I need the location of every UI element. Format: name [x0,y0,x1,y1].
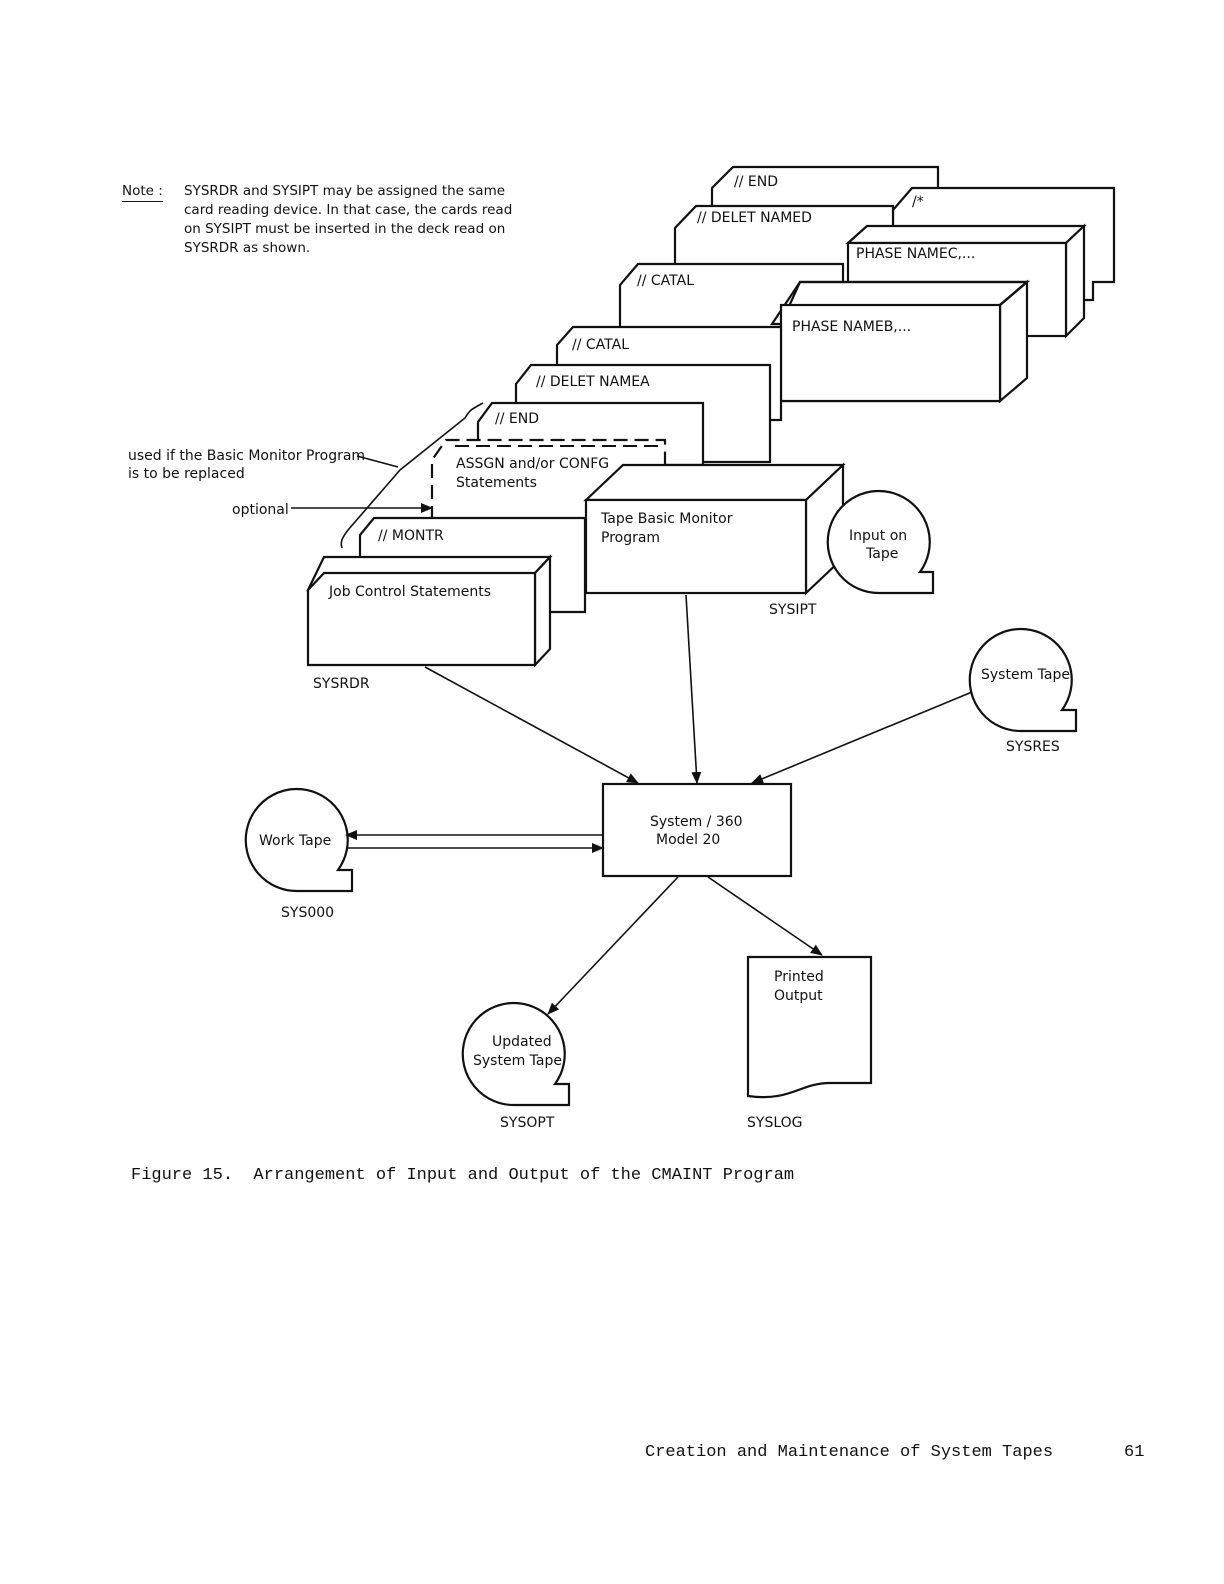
work-tape: Work Tape [244,787,354,893]
optional-label: optional [232,502,289,518]
sysipt-label: SYSIPT [769,602,817,618]
arrow-sysrdr-cpu [424,666,639,784]
card-label: /* [912,194,924,210]
tape-label: System Tape [473,1053,562,1069]
note-text: SYSRDR and SYSIPT may be assigned the sa… [184,183,513,256]
card-label: Job Control Statements [328,584,491,600]
tape-label: Input on [849,528,907,544]
card-label: Tape Basic Monitor [600,511,733,527]
card-job-control: Job Control Statements [306,554,553,668]
footer-title: Creation and Maintenance of System Tapes [645,1443,1054,1462]
cpu-label: Model 20 [656,832,720,848]
card-phase-nameb: PHASE NAMEB,... [769,279,1030,404]
cpu-box: System / 360 Model 20 [601,782,793,878]
tape-label: Updated [492,1034,552,1050]
note-label: Note : [122,182,163,202]
card-label: ASSGN and/or CONFG [456,456,609,472]
card-label: // END [495,411,539,427]
cpu-label: System / 360 [650,814,743,830]
sysres-label: SYSRES [1006,739,1060,755]
arrow-sysres-cpu [751,691,973,784]
card-label: Program [601,530,660,546]
card-label: Statements [456,475,537,491]
printed-output: Printed Output [746,955,873,1099]
printer-label: Printed [774,969,824,985]
card-label: PHASE NAMEC,... [856,246,975,262]
card-label: PHASE NAMEB,... [792,319,911,335]
card-label: // MONTR [378,528,444,544]
tape-label: System Tape [981,667,1070,683]
replace-note-line2: is to be replaced [128,466,245,482]
tape-label: Tape [865,546,898,562]
card-label: // CATAL [572,337,629,353]
figure-caption: Figure 15. Arrangement of Input and Outp… [131,1166,795,1185]
card-label: // CATAL [637,273,694,289]
sys000-label: SYS000 [281,905,334,921]
replace-note-line1: used if the Basic Monitor Program [128,448,365,464]
tape-label: Work Tape [259,833,331,849]
card-tape-basic-monitor: Tape Basic Monitor Program [583,462,846,596]
card-label: // DELET NAMEA [536,374,650,390]
card-label: // DELET NAMED [697,210,812,226]
syslog-label: SYSLOG [747,1115,803,1131]
system-tape: System Tape [968,627,1078,733]
sysrdr-label: SYSRDR [313,676,370,692]
updated-system-tape: Updated System Tape [461,1001,571,1107]
replace-bracket [340,402,484,549]
arrow-cpu-sysopt [547,876,679,1015]
input-tape: Input on Tape [826,489,935,595]
arrow-sysipt-cpu [685,594,702,784]
page-number: 61 [1124,1443,1145,1462]
arrow-cpu-syslog [707,876,823,956]
card-assgn-optional: ASSGN and/or CONFG Statements [430,438,667,530]
replace-leader [356,455,399,468]
printer-label: Output [774,988,823,1004]
sysopt-label: SYSOPT [500,1115,555,1131]
card-label: // END [734,174,778,190]
